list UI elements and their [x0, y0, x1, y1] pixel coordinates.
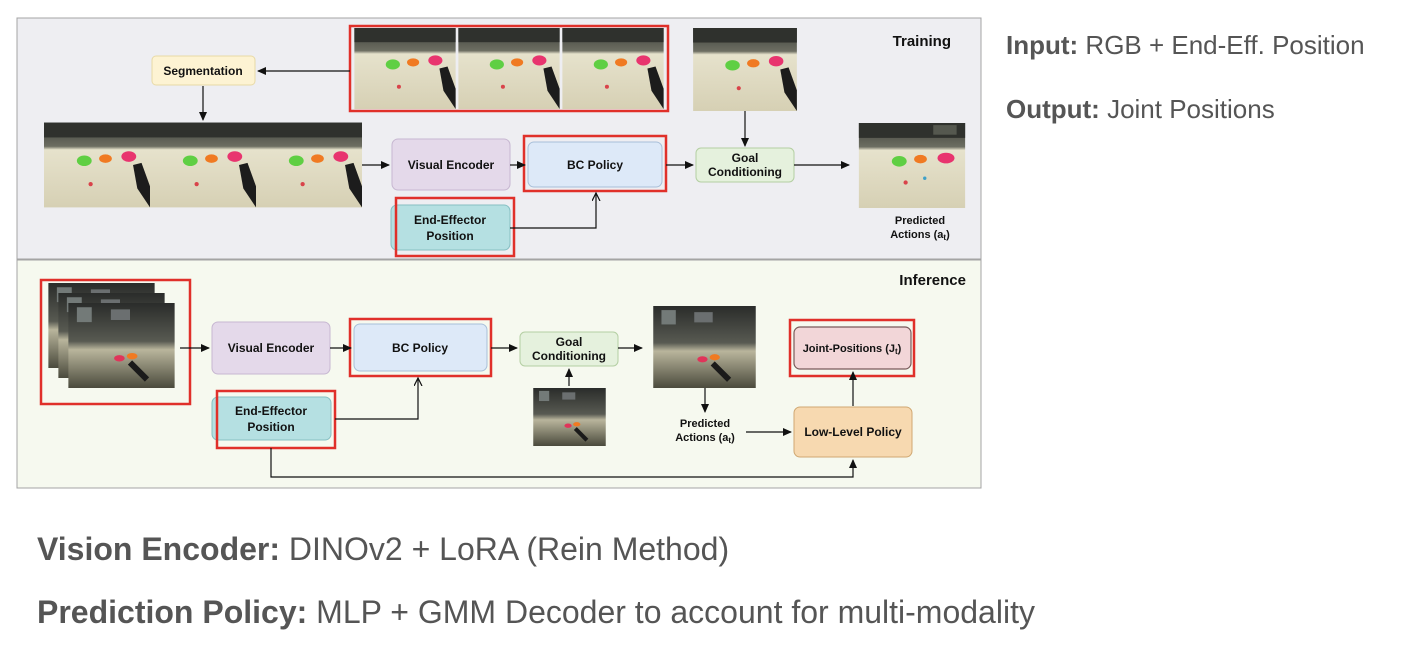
training-rgb-frames — [354, 28, 664, 109]
segmentation-box — [151, 55, 256, 86]
inference-goal-line2: Conditioning — [532, 349, 606, 363]
inference-end-effector-line2: Position — [247, 420, 294, 434]
inference-rgb-stack — [48, 283, 175, 388]
inference-predicted-line1: Predicted — [680, 418, 730, 430]
output-value: Joint Positions — [1099, 94, 1275, 124]
inference-visual-encoder-label: Visual Encoder — [228, 341, 315, 355]
joint-positions-box — [793, 326, 912, 370]
joint-positions-label: Joint-Positions (Jt) — [803, 343, 902, 356]
training-output-image — [858, 123, 966, 208]
training-goal-image — [693, 28, 797, 111]
inference-predicted-line2: Actions (at) — [675, 432, 735, 445]
training-title: Training — [893, 33, 951, 50]
vision-encoder-note: Vision Encoder: DINOv2 + LoRA (Rein Meth… — [37, 531, 729, 568]
vision-encoder-label: Vision Encoder: — [37, 531, 281, 567]
output-note: Output: Joint Positions — [1006, 94, 1275, 125]
inference-goal-line1: Goal — [556, 335, 583, 349]
inference-goal-image — [533, 388, 606, 446]
segmentation-label: Segmentation — [163, 64, 242, 78]
training-predicted-line2: Actions (at) — [890, 229, 950, 242]
inference-title: Inference — [899, 272, 966, 289]
training-rgb-highlight — [348, 24, 670, 113]
prediction-policy-note: Prediction Policy: MLP + GMM Decoder to … — [37, 594, 1035, 631]
prediction-policy-label: Prediction Policy: — [37, 594, 308, 630]
training-visual-encoder-label: Visual Encoder — [408, 158, 495, 172]
inference-end-effector-box — [211, 396, 332, 441]
training-goal-line2: Conditioning — [708, 165, 782, 179]
training-bc-policy-label: BC Policy — [567, 158, 623, 172]
training-end-effector-box — [390, 204, 511, 251]
vision-encoder-value: DINOv2 + LoRA (Rein Method) — [280, 531, 730, 567]
input-value: RGB + End-Eff. Position — [1078, 30, 1365, 60]
input-label: Input: — [1006, 30, 1079, 60]
training-segmented-frames — [44, 122, 362, 208]
inference-output-image — [653, 306, 756, 388]
inference-end-effector-line1: End-Effector — [235, 404, 307, 418]
low-level-policy-box — [793, 406, 913, 458]
inference-goal-box — [519, 331, 619, 367]
inference-bc-policy-box — [353, 323, 488, 372]
training-end-effector-highlight — [394, 196, 516, 258]
inference-rgb-highlight — [39, 278, 192, 406]
output-label: Output: — [1006, 94, 1100, 124]
inference-bc-policy-label: BC Policy — [392, 341, 448, 355]
inference-arrows — [180, 344, 857, 478]
prediction-policy-value: MLP + GMM Decoder to account for multi-m… — [307, 594, 1035, 630]
input-note: Input: RGB + End-Eff. Position — [1006, 30, 1365, 61]
training-bc-policy-box — [527, 141, 663, 188]
training-goal-line1: Goal — [732, 151, 759, 165]
training-end-effector-line1: End-Effector — [414, 213, 486, 227]
low-level-policy-label: Low-Level Policy — [804, 425, 902, 439]
training-end-effector-line2: Position — [426, 229, 473, 243]
training-predicted-line1: Predicted — [895, 215, 945, 227]
training-arrows — [199, 67, 850, 229]
